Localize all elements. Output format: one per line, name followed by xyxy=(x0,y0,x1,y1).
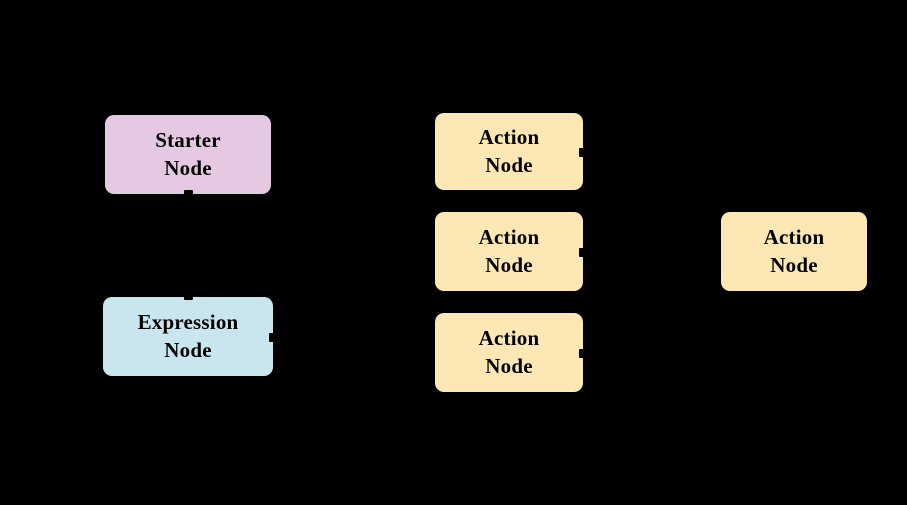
node-label-line1: Action xyxy=(763,224,825,249)
edge-expression-to-action-1 xyxy=(272,145,437,338)
node-label-line2: Node xyxy=(164,155,212,180)
node-label-line1: Expression xyxy=(137,309,239,334)
node-action-node-1[interactable]: Action Node xyxy=(435,113,584,190)
node-action-node-2[interactable]: Action Node xyxy=(435,212,584,291)
node-label-line2: Node xyxy=(485,252,533,277)
node-label-line2: Node xyxy=(485,152,533,177)
node-label-line2: Node xyxy=(770,252,818,277)
node-label-line2: Node xyxy=(485,353,533,378)
edge-expression-to-action-3 xyxy=(272,335,437,359)
connector-stub-right-icon xyxy=(579,348,584,358)
node-label-line1: Action xyxy=(478,325,540,350)
edge-expression-to-action-2 xyxy=(272,245,437,338)
edge-action-1-to-action-4 xyxy=(582,150,723,258)
connector-stub-top-icon xyxy=(184,296,193,300)
node-starter-node[interactable]: Starter Node xyxy=(105,115,271,195)
node-label-line1: Starter xyxy=(155,127,221,152)
node-label-line2: Node xyxy=(164,337,212,362)
node-action-node-4[interactable]: Action Node xyxy=(721,212,867,291)
connector-stub-right-icon xyxy=(579,147,584,157)
node-action-node-3[interactable]: Action Node xyxy=(435,313,584,392)
connector-stub-right-icon xyxy=(269,332,274,342)
connector-stub-bottom-icon xyxy=(184,190,193,195)
node-label-line1: Action xyxy=(478,124,540,149)
edge-action-3-to-action-4 xyxy=(582,245,723,354)
node-expression-node[interactable]: Expression Node xyxy=(103,296,274,376)
node-label-line1: Action xyxy=(478,224,540,249)
connector-stub-right-icon xyxy=(579,247,584,257)
